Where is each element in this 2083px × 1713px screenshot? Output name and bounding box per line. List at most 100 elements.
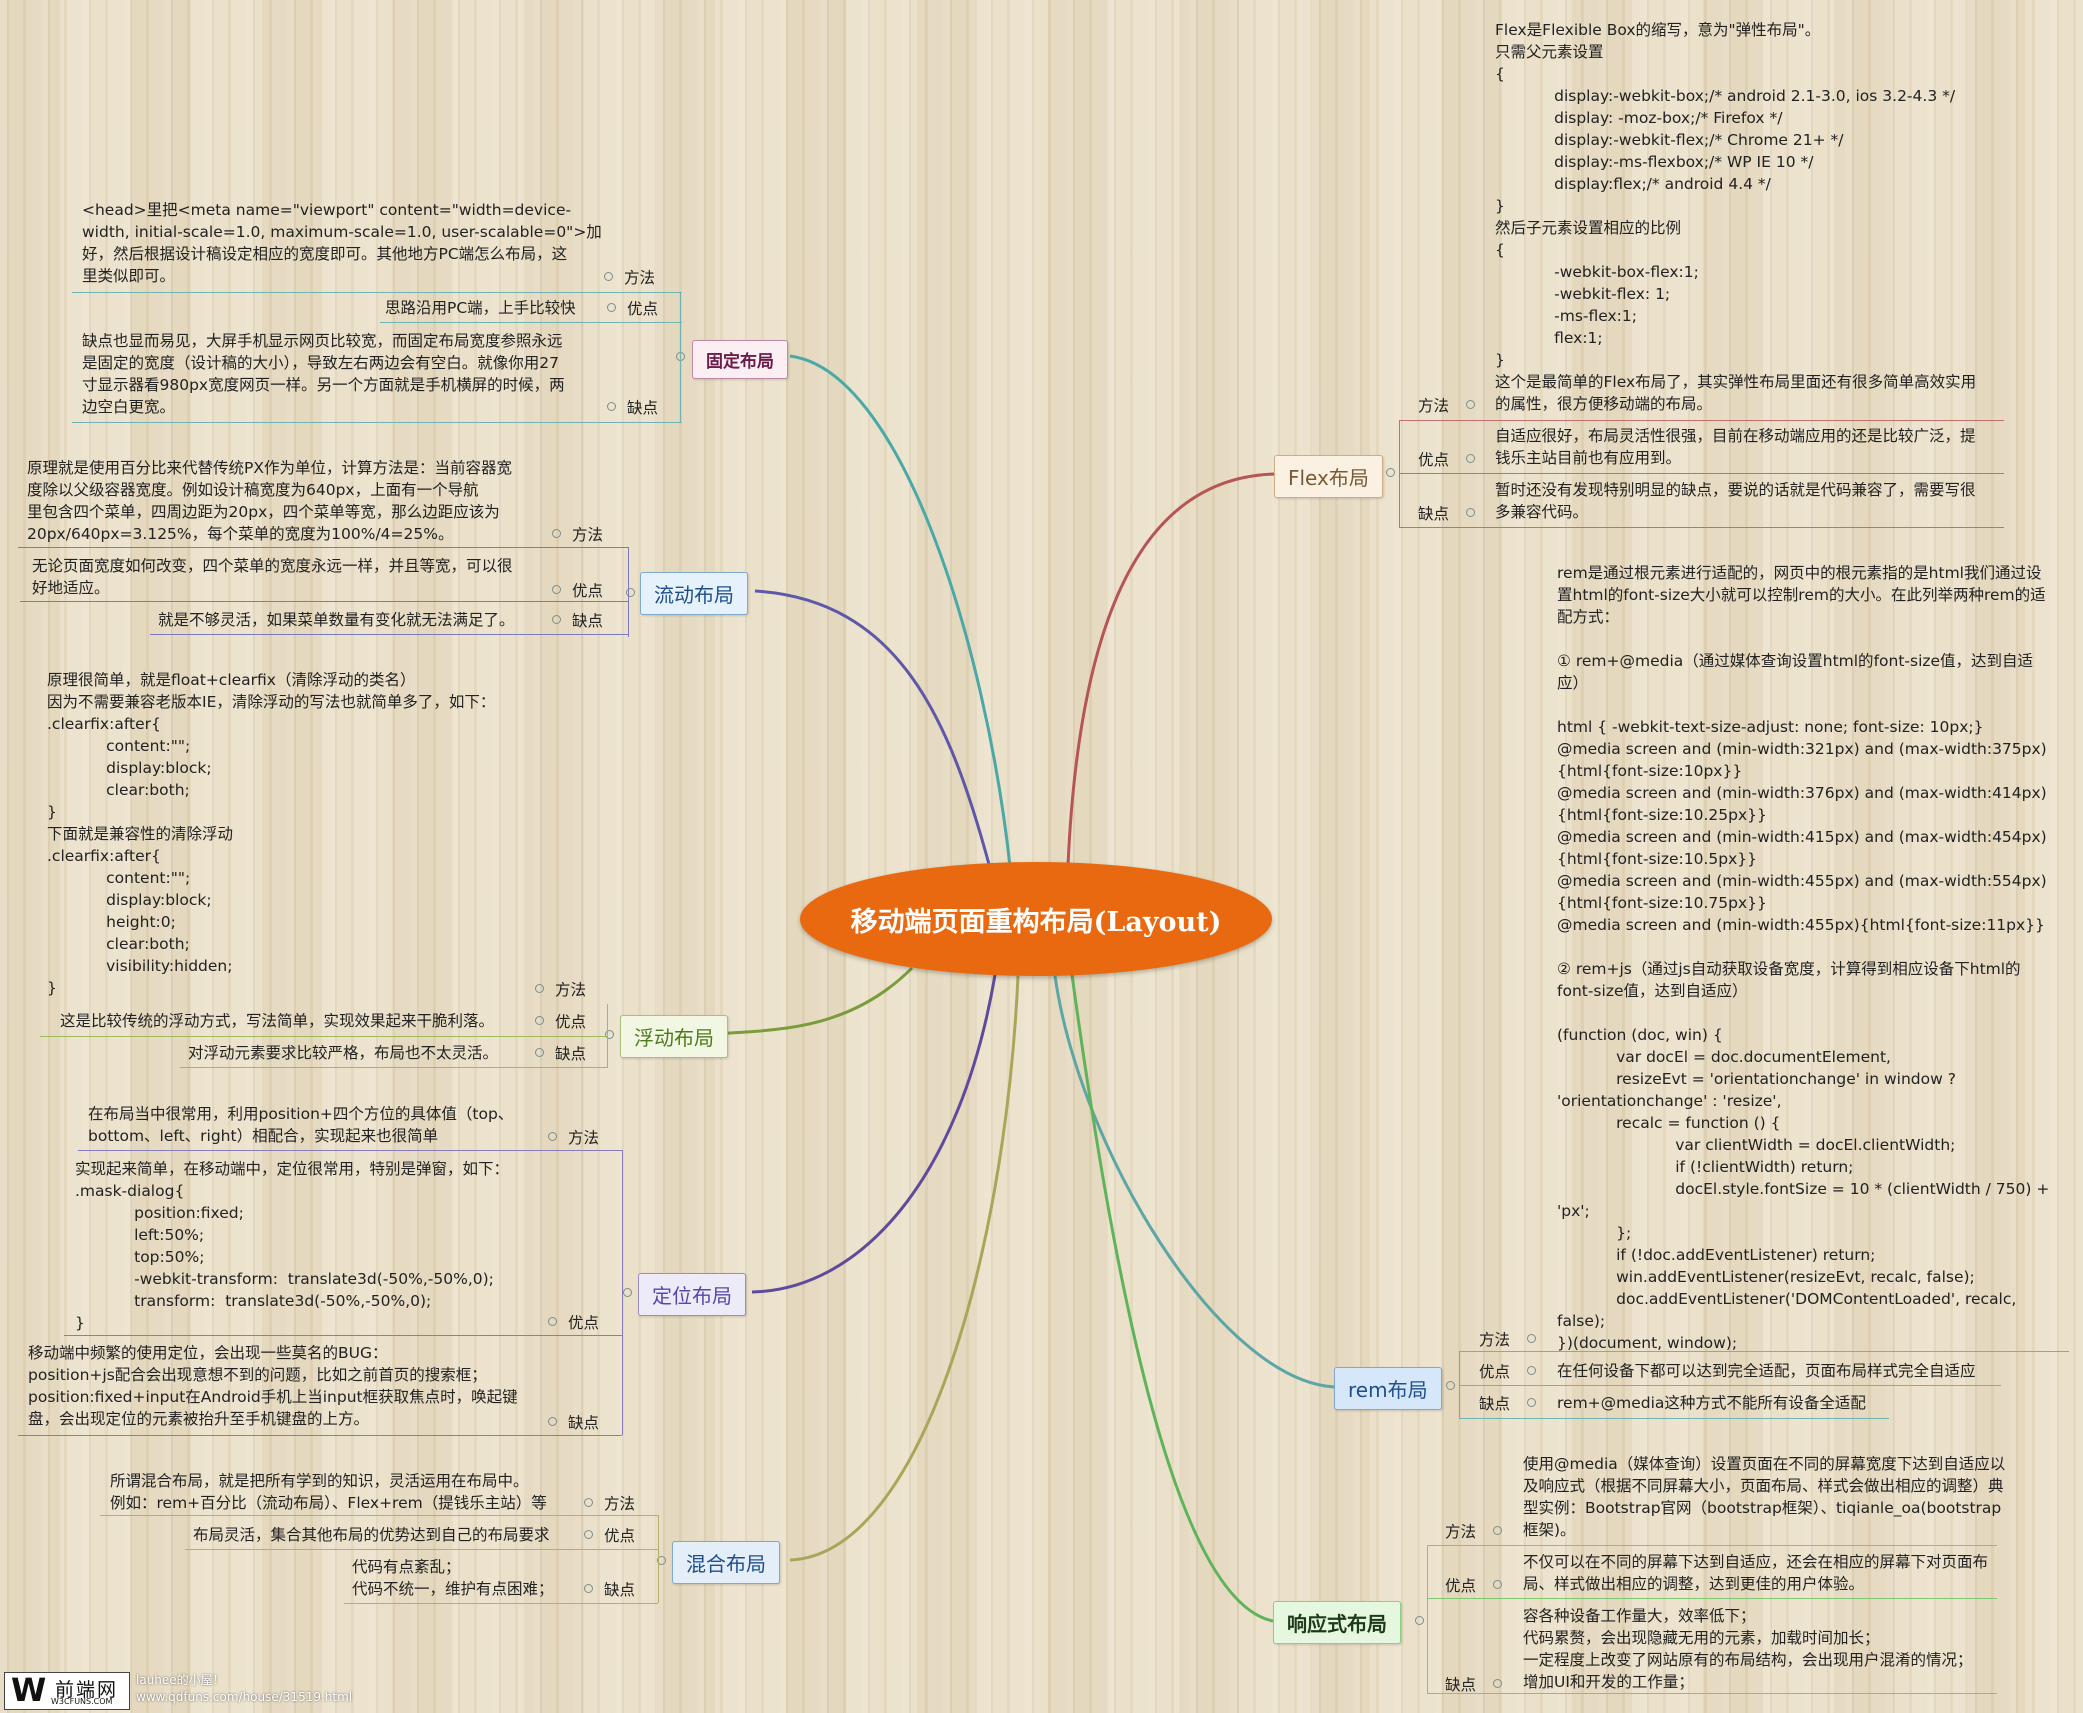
topic-fluid-layout[interactable]: 流动布局 — [640, 572, 748, 615]
flex-con-label: 缺点 — [1418, 505, 1450, 523]
mixed-method-text: 所谓混合布局，就是把所有学到的知识，灵活运用在布局中。 例如：rem+百分比（流… — [110, 1472, 547, 1512]
mixed-method-label: 方法 — [604, 1495, 636, 1513]
flex-pro-dot — [1466, 454, 1475, 463]
bracket-line — [607, 1004, 608, 1068]
responsive-pro-dot — [1493, 1580, 1502, 1589]
divider — [1427, 1598, 1997, 1599]
responsive-pro-text: 不仅可以在不同的屏幕下达到自适应，还会在相应的屏幕下对页面布 局、样式做出相应的… — [1523, 1553, 1989, 1593]
divider — [380, 322, 682, 323]
float-pro-text: 这是比较传统的浮动方式，写法简单，实现效果起来干脆利落。 — [60, 1012, 495, 1030]
link-mixed — [789, 975, 1020, 1562]
rem-method-label: 方法 — [1479, 1331, 1511, 1349]
fluid-con-dot — [552, 615, 561, 624]
topic-responsive-layout[interactable]: 响应式布局 — [1273, 1601, 1401, 1644]
mixed-con-dot — [584, 1584, 593, 1593]
mixed-pro-label: 优点 — [604, 1527, 636, 1545]
flex-method-text: Flex是Flexible Box的缩写，意为"弹性布局"。 只需父元素设置 {… — [1495, 21, 1977, 413]
topic-position-layout[interactable]: 定位布局 — [638, 1273, 746, 1316]
fixed-con-text: 缺点也显而易见，大屏手机显示网页比较宽，而固定布局宽度参照永远 是固定的宽度（设… — [82, 332, 565, 416]
mixed-con-text: 代码有点紊乱； 代码不统一，维护有点困难； — [352, 1558, 554, 1598]
position-con-label: 缺点 — [568, 1414, 600, 1432]
link-rem — [1053, 975, 1335, 1389]
site-logo[interactable]: W 前端网 W3CFUNS.COM — [4, 1671, 130, 1710]
topic-mixed-layout[interactable]: 混合布局 — [672, 1541, 780, 1584]
logo-letter: W — [11, 1671, 47, 1709]
mixed-con-label: 缺点 — [604, 1581, 636, 1599]
divider — [1459, 1418, 1889, 1419]
divider — [150, 634, 628, 635]
divider — [1427, 1545, 1997, 1546]
position-pro-label: 优点 — [568, 1314, 600, 1332]
divider — [1459, 1351, 2069, 1352]
watermark-text: lauhee的小屋！ www.qdfuns.com/house/31519.ht… — [136, 1672, 352, 1706]
float-pro-dot — [535, 1016, 544, 1025]
logo-name: 前端网 — [55, 1679, 119, 1701]
topic-fixed-layout[interactable]: 固定布局 — [692, 340, 788, 379]
divider — [72, 292, 682, 293]
collapse-toggle[interactable] — [605, 1030, 614, 1039]
divider — [40, 1036, 607, 1037]
divider — [1399, 527, 2004, 528]
position-method-dot — [548, 1132, 557, 1141]
fluid-method-text: 原理就是使用百分比来代替传统PX作为单位，计算方法是：当前容器宽 度除以父级容器… — [27, 459, 512, 543]
bracket-line — [622, 1150, 623, 1435]
logo-url: W3CFUNS.COM — [51, 1697, 113, 1706]
rem-pro-text: 在任何设备下都可以达到完全适配，页面布局样式完全自适应 — [1557, 1362, 1976, 1380]
position-con-dot — [548, 1417, 557, 1426]
bracket-line — [680, 292, 681, 422]
topic-float-layout[interactable]: 浮动布局 — [620, 1015, 728, 1058]
bracket-line — [1427, 1545, 1428, 1693]
divider — [64, 1335, 622, 1336]
rem-method-text: rem是通过根元素进行适配的，网页中的根元素指的是html我们通过设 置html… — [1557, 564, 2050, 1352]
topic-flex-layout[interactable]: Flex布局 — [1274, 455, 1383, 498]
responsive-method-dot — [1493, 1526, 1502, 1535]
responsive-method-label: 方法 — [1445, 1523, 1477, 1541]
mixed-method-dot — [584, 1498, 593, 1507]
collapse-toggle[interactable] — [1415, 1616, 1424, 1625]
fluid-method-dot — [552, 529, 561, 538]
watermark-line1: lauhee的小屋！ — [136, 1673, 225, 1687]
divider — [1399, 420, 2004, 421]
fluid-con-label: 缺点 — [572, 612, 604, 630]
flex-pro-text: 自适应很好，布局灵活性很强，目前在移动端应用的还是比较广泛，提 钱乐主站目前也有… — [1495, 427, 1976, 467]
link-float — [711, 966, 914, 1036]
collapse-toggle[interactable] — [1386, 468, 1395, 477]
fixed-pro-label: 优点 — [627, 300, 659, 318]
watermark: W 前端网 W3CFUNS.COM lauhee的小屋！ www.qdfuns.… — [4, 1671, 352, 1710]
link-responsive — [1070, 974, 1274, 1623]
fixed-pro-dot — [607, 303, 616, 312]
divider — [18, 1435, 622, 1436]
mixed-pro-dot — [584, 1530, 593, 1539]
flex-method-label: 方法 — [1418, 397, 1450, 415]
rem-con-label: 缺点 — [1479, 1395, 1511, 1413]
float-method-dot — [535, 984, 544, 993]
divider — [185, 1549, 658, 1550]
fluid-method-label: 方法 — [572, 526, 604, 544]
flex-con-dot — [1466, 508, 1475, 517]
flex-method-dot — [1466, 400, 1475, 409]
divider — [72, 422, 682, 423]
central-topic[interactable]: 移动端页面重构布局(Layout) — [800, 862, 1272, 976]
collapse-toggle[interactable] — [626, 588, 635, 597]
fluid-pro-dot — [552, 585, 561, 594]
fixed-method-text: <head>里把<meta name="viewport" content="w… — [82, 201, 602, 285]
link-fixed — [789, 354, 1012, 867]
collapse-toggle[interactable] — [1446, 1381, 1455, 1390]
float-method-label: 方法 — [555, 981, 587, 999]
position-con-text: 移动端中频繁的使用定位，会出现一些莫名的BUG： position+js配合会出… — [28, 1344, 518, 1428]
topic-rem-layout[interactable]: rem布局 — [1334, 1367, 1442, 1410]
position-method-label: 方法 — [568, 1129, 600, 1147]
responsive-con-dot — [1493, 1679, 1502, 1688]
bracket-line — [658, 1515, 659, 1603]
divider — [1459, 1385, 2001, 1386]
float-method-text: 原理很简单，就是float+clearfix（清除浮动的类名） 因为不需要兼容老… — [47, 671, 496, 997]
bracket-line — [1459, 1351, 1460, 1418]
float-con-label: 缺点 — [555, 1045, 587, 1063]
collapse-toggle[interactable] — [657, 1556, 666, 1565]
bracket-line — [628, 547, 629, 637]
watermark-line2: www.qdfuns.com/house/31519.html — [136, 1690, 353, 1704]
collapse-toggle[interactable] — [623, 1288, 632, 1297]
flex-pro-label: 优点 — [1418, 451, 1450, 469]
float-con-text: 对浮动元素要求比较严格，布局也不太灵活。 — [188, 1044, 499, 1062]
